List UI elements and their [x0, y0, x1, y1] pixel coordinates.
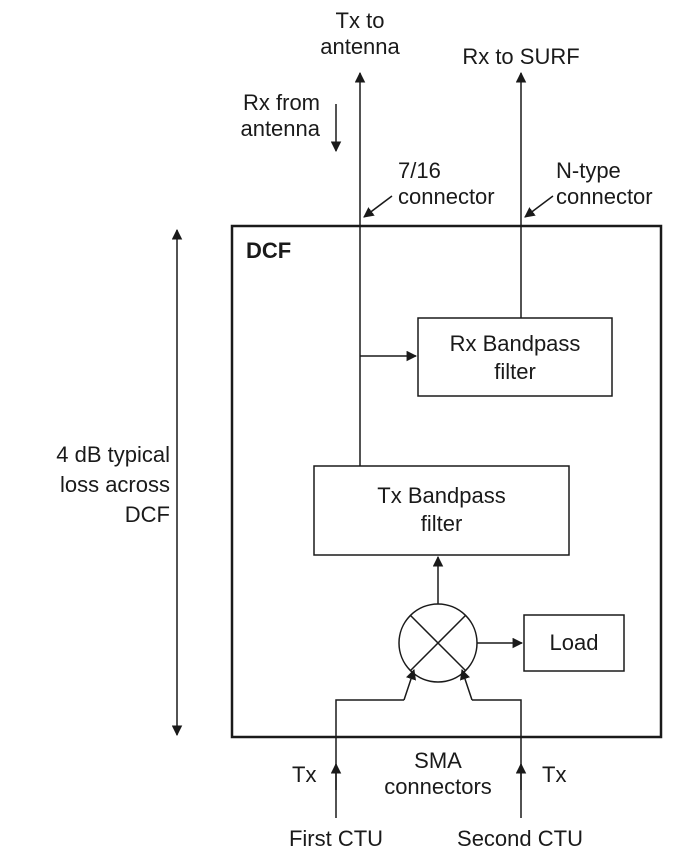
rx-to-surf-label: Rx to SURF: [462, 44, 580, 69]
connector-ntype-pointer: [524, 195, 554, 218]
loss-label: 4 dB typical loss across DCF: [56, 442, 170, 527]
rx-from-antenna-label: Rx from antenna: [240, 90, 320, 141]
tx-to-antenna-label: Tx to antenna: [320, 8, 400, 59]
tx-filter-box: [313, 465, 570, 556]
dcf-title: DCF: [246, 238, 292, 263]
connector-716-pointer: [363, 195, 393, 218]
second-ctu-to-combiner: [460, 669, 473, 701]
first-ctu-label: First CTU: [288, 826, 384, 851]
tx-left-label: Tx: [292, 762, 317, 787]
sma-connectors-label: SMA connectors: [384, 748, 492, 799]
connector-ntype-label: N-type connector: [556, 158, 653, 209]
combiner-x2: [409, 614, 467, 672]
connector-716-label: 7/16 connector: [398, 158, 495, 209]
tx-filter-label: Tx Bandpass filter: [377, 483, 506, 536]
first-ctu-to-combiner: [403, 669, 416, 701]
second-ctu-label: Second CTU: [457, 826, 583, 851]
load-label: Load: [549, 630, 599, 655]
rx-filter-box: [417, 317, 613, 397]
load-box: [523, 614, 625, 672]
dcf-box: [230, 224, 663, 739]
tx-right-label: Tx: [542, 762, 567, 787]
rx-filter-label: Rx Bandpass filter: [449, 331, 581, 384]
